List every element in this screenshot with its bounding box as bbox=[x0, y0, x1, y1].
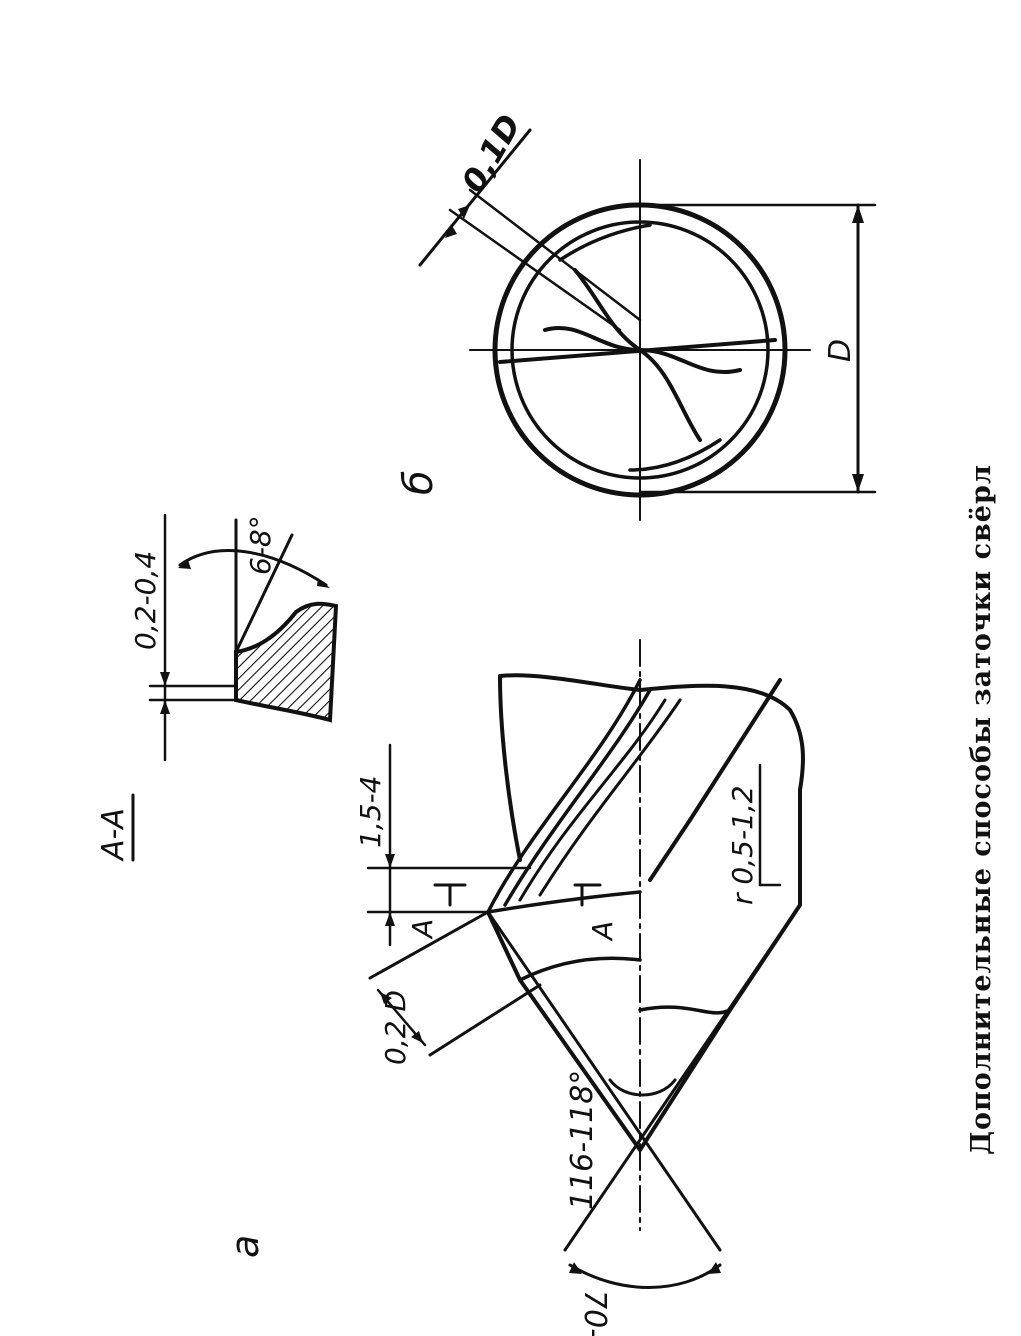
figure-a-letter: а bbox=[223, 1235, 267, 1258]
section-a-a: А-А 6-8° 0,2-0,4 bbox=[96, 513, 339, 862]
section-title: А-А bbox=[96, 808, 131, 862]
dim-angle-section: 6-8° bbox=[244, 515, 277, 575]
dim-diameter: D bbox=[823, 339, 858, 362]
dim-web: 0,1D bbox=[454, 108, 529, 199]
drill-end-view: 0,1D D bbox=[418, 108, 877, 521]
dim-chamfer: 0,2-0,4 bbox=[129, 551, 162, 650]
figure-caption: Дополнительные способы заточки свёрл bbox=[966, 464, 997, 1155]
dim-angle-outer: 70-75° bbox=[577, 1290, 612, 1336]
figure-b-letter: б bbox=[396, 470, 442, 495]
hatched-section bbox=[234, 601, 339, 723]
dim-width: 1,5-4 bbox=[354, 776, 387, 848]
section-mark-right: А bbox=[586, 921, 619, 942]
dim-point-angle: 116-118° bbox=[565, 1070, 600, 1210]
dim-radius: r 0,5-1,2 bbox=[726, 785, 759, 905]
drill-side-view: 70-75° 116-118° 0,2 D 1,5-4 А А r 0,5-1,… bbox=[354, 639, 805, 1336]
section-mark-left: А bbox=[406, 919, 439, 940]
dim-edge: 0,2 D bbox=[379, 990, 412, 1065]
